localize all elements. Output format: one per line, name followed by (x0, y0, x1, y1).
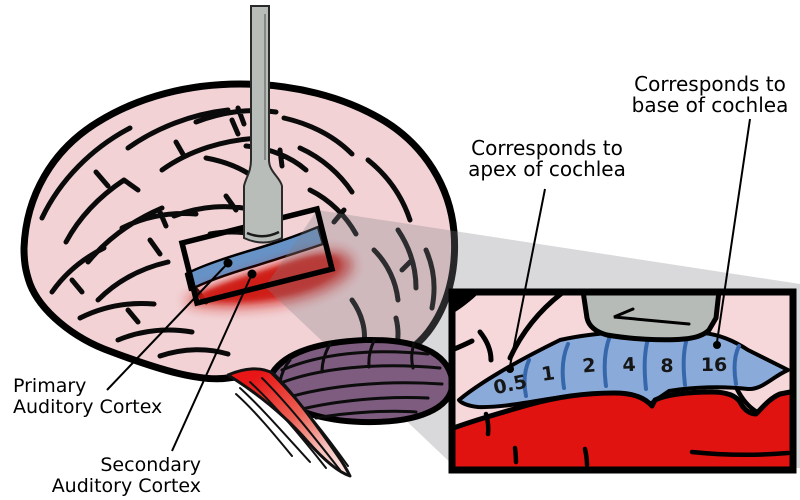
frequency-label-16: 16 (701, 354, 727, 376)
inset-border (448, 288, 797, 474)
frequency-label-4: 4 (622, 354, 636, 377)
apex-label-line2: apex of cochlea (468, 157, 626, 181)
apex-of-cochlea-label: Corresponds to apex of cochlea (464, 138, 630, 180)
inset-frequency-band (457, 329, 790, 410)
primary-cortex-label-line2: Auditory Cortex (13, 396, 163, 418)
brainstem-fibers (235, 373, 349, 471)
secondary-leader-line (171, 273, 253, 452)
secondary-cortex-region (196, 254, 342, 302)
base-label-line2: base of cochlea (631, 93, 789, 117)
primary-cortex-label-line1: Primary (13, 375, 87, 397)
primary-dot (223, 258, 233, 268)
probe-fold-line (246, 230, 280, 238)
primary-cortex-label: Primary Auditory Cortex (13, 376, 162, 418)
base-dot (713, 341, 721, 349)
secondary-cortex-label-line1: Secondary (100, 454, 201, 476)
base-leader-line (716, 118, 751, 343)
cerebellum (266, 336, 456, 426)
frequency-divider-lines (522, 331, 741, 398)
frequency-label-2: 2 (582, 354, 597, 377)
frequency-label-8: 8 (660, 355, 673, 377)
secondary-cortex-label-line2: Auditory Cortex (51, 475, 201, 497)
apex-dot (506, 365, 514, 373)
inset-box: 0.5 1 2 4 8 16 (448, 288, 797, 474)
apex-leader-line (509, 188, 546, 367)
base-label-line1: Corresponds to (634, 72, 786, 96)
inset-probe-tip (580, 292, 722, 343)
inset-corner-sulcus (452, 292, 480, 314)
cerebrum-sulci (39, 105, 437, 365)
apex-label-line1: Corresponds to (471, 136, 623, 160)
primary-leader-line (106, 262, 229, 391)
frequency-label-1: 1 (540, 362, 556, 386)
secondary-dot (247, 269, 257, 279)
cerebellum-striations (276, 339, 444, 420)
inset-probe-shape (580, 292, 722, 343)
probe-icon (243, 5, 283, 244)
brainstem (226, 367, 352, 478)
inset-probe-notch (613, 307, 691, 326)
secondary-cortex-label: Secondary Auditory Cortex (41, 455, 201, 497)
inset-red-crevices (483, 386, 791, 468)
leader-lines (106, 118, 751, 452)
probe-body (243, 5, 283, 244)
base-of-cochlea-label: Corresponds to base of cochlea (627, 74, 793, 116)
frequency-labels: 0.5 1 2 4 8 16 (491, 354, 727, 400)
